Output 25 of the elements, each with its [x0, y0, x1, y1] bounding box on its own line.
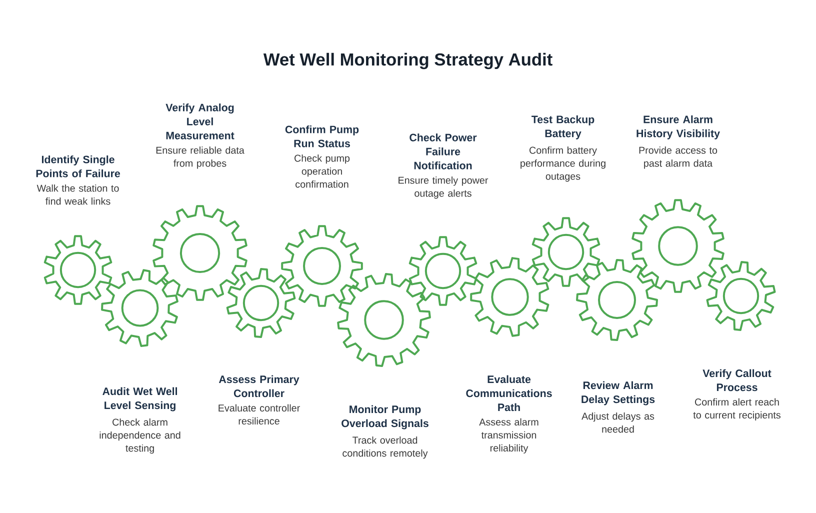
- step-title: Verify Callout Process: [702, 369, 772, 392]
- step-description: Confirm battery performance during outages: [520, 146, 606, 182]
- step-description: Walk the station to find weak links: [36, 184, 119, 205]
- step-description: Assess alarm transmission reliability: [479, 418, 538, 454]
- step-title: Confirm Pump Run Status: [285, 125, 359, 148]
- step-description: Track overload conditions remotely: [342, 436, 428, 459]
- step-description: Ensure reliable data from probes: [156, 146, 244, 169]
- step-title: Verify Analog Level Measurement: [166, 104, 234, 140]
- step-description: Confirm alert reach to current recipients: [693, 398, 780, 420]
- step-title: Monitor Pump Overload Signals: [342, 405, 428, 430]
- step-description: Provide access to past alarm data: [639, 146, 718, 169]
- step-title: Check Power Failure Notification: [410, 134, 477, 170]
- step-title: Identify Single Points of Failure: [36, 155, 120, 178]
- step-title: Ensure Alarm History Visibility: [636, 115, 720, 140]
- step-title: Evaluate Communications Path: [466, 375, 552, 412]
- step-description: Adjust delays as needed: [582, 412, 654, 433]
- step-title: Review Alarm Delay Settings: [582, 381, 655, 406]
- step-description: Ensure timely power outage alerts: [398, 176, 488, 199]
- step-title: Test Backup Battery: [532, 115, 594, 140]
- step-description: Check alarm independence and testing: [100, 418, 180, 454]
- step-description: Check pump operation confirmation: [294, 154, 350, 188]
- title: Wet Well Monitoring Strategy Audit: [263, 52, 552, 70]
- step-title: Assess Primary Controller: [218, 375, 300, 398]
- step-title: Audit Wet Well Level Sensing: [102, 387, 177, 412]
- step-description: Evaluate controller resilience: [218, 404, 300, 425]
